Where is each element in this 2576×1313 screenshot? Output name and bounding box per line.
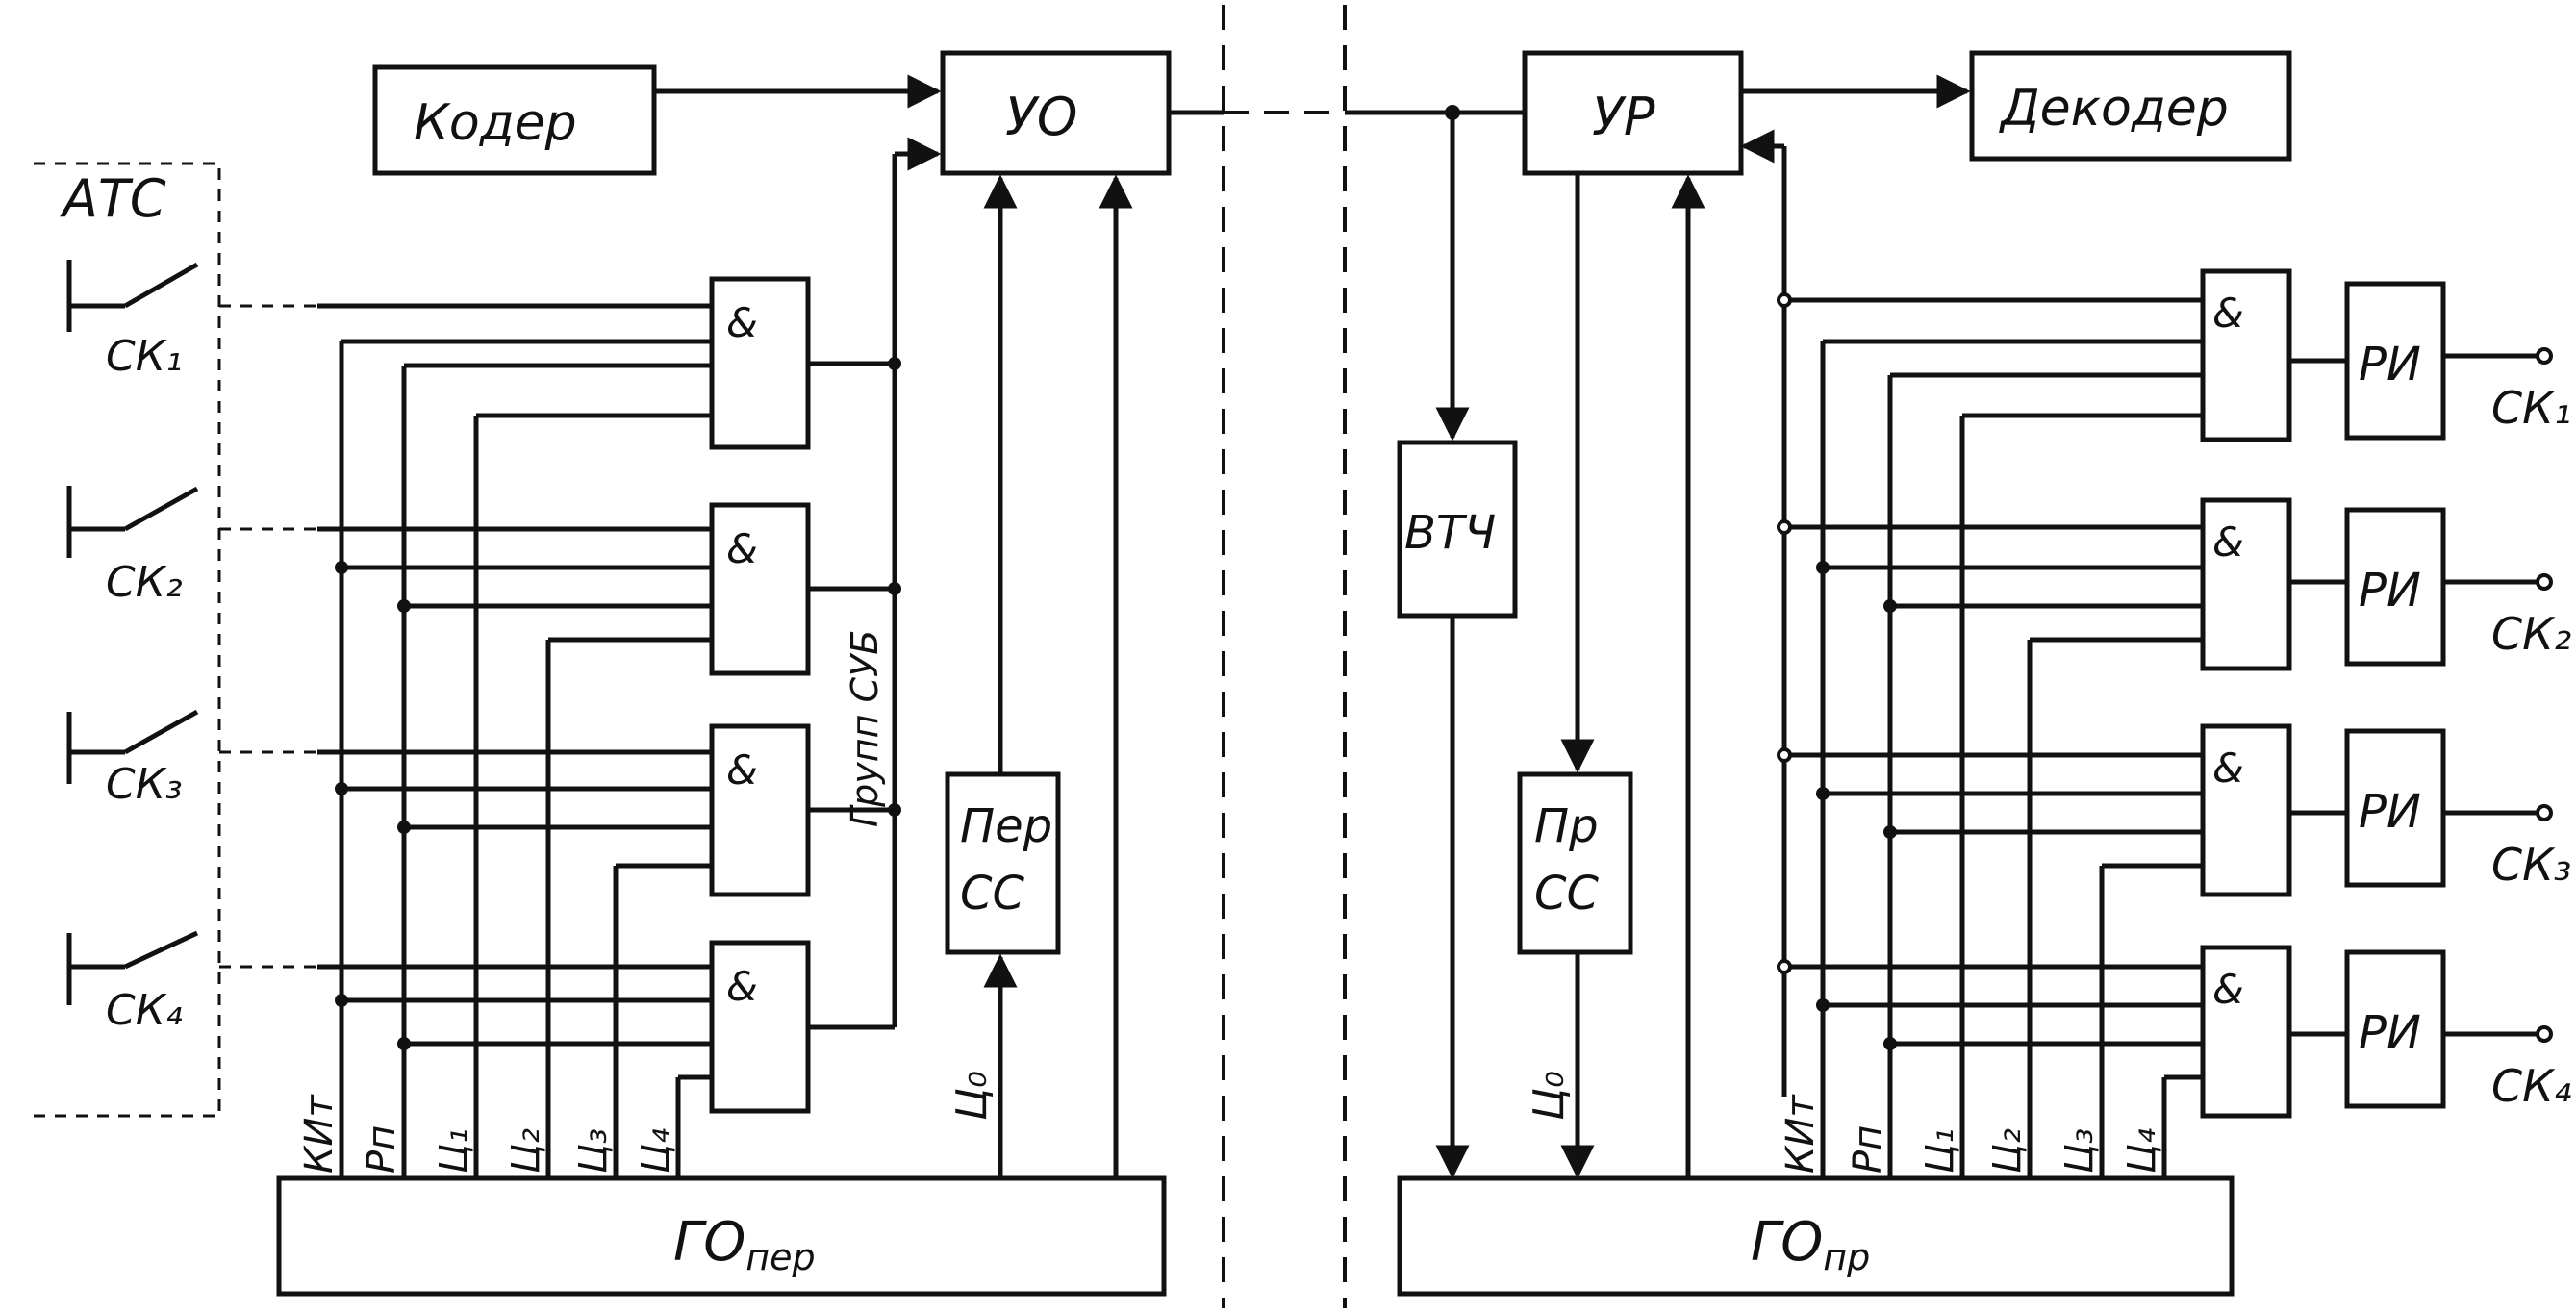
left-bus — [335, 339, 712, 1178]
and-gate-2-left — [709, 502, 811, 676]
bus-label-c4-left: Ц₄ — [634, 1128, 678, 1174]
and-gate-2-left-label: & — [726, 525, 758, 572]
bus-label-c3-right: Ц₃ — [2058, 1128, 2102, 1174]
vtch-label: ВТЧ — [1404, 506, 1496, 560]
contact-sk2-label: СК₂ — [106, 558, 183, 607]
coder-box — [372, 64, 657, 176]
contact-sk1 — [66, 260, 199, 332]
and-gate-1-left — [709, 276, 811, 450]
bus-label-kit-left: КИт — [297, 1094, 341, 1174]
and-gate-1-right-label: & — [2212, 290, 2244, 337]
bus-label-rp-left: Рп — [360, 1125, 404, 1174]
output-terminal-4 — [2536, 1025, 2553, 1043]
go-per-box — [276, 1175, 1167, 1297]
and-gate-4-left-label: & — [726, 963, 758, 1010]
vtch-box — [1397, 440, 1518, 619]
bus-label-c1-left: Ц₁ — [432, 1128, 476, 1174]
pr-cc-label-1: Пр — [1534, 799, 1599, 853]
contact-sk4-label: СК₄ — [106, 986, 183, 1035]
output-terminal-1 — [2536, 347, 2553, 365]
go-pr-label: ГОпр — [1751, 1211, 1870, 1278]
ri-box-2 — [2344, 507, 2446, 667]
and-gate-2-right-label: & — [2212, 518, 2244, 566]
ats-label: АТС — [60, 168, 166, 229]
decoder-box — [1969, 50, 2292, 162]
contact-sk1-label: СК₁ — [106, 332, 183, 381]
go-per-label: ГОпер — [673, 1211, 816, 1278]
ri-label-1: РИ — [2359, 338, 2421, 391]
bus-label-c3-left: Ц₃ — [571, 1128, 616, 1174]
pr-cc-label-2: СС — [1534, 867, 1600, 921]
contact-sk3-label: СК₃ — [106, 760, 183, 809]
per-cc-label-1: Пер — [960, 799, 1052, 853]
bus-label-c4-right: Ц₄ — [2120, 1128, 2164, 1174]
group-sub-bus — [808, 137, 942, 1030]
decoder-label: Декодер — [1999, 80, 2229, 138]
per-cc-label-2: СС — [960, 867, 1025, 921]
output-terminal-3 — [2536, 804, 2553, 821]
bus-label-c1-right: Ц₁ — [1918, 1128, 1962, 1174]
ri-label-2: РИ — [2359, 564, 2421, 618]
ri-box-3 — [2344, 728, 2446, 888]
output-sk3-label: СК₃ — [2491, 839, 2571, 891]
c0-left-label: Ц₀ — [947, 1071, 997, 1121]
c0-right-label: Ц₀ — [1525, 1071, 1574, 1121]
ur-gate-feed — [1740, 129, 2203, 1097]
and-gate-4-right — [2200, 945, 2292, 1119]
bus-label-c2-right: Ц₂ — [1985, 1128, 2030, 1174]
bus-label-c2-left: Ц₂ — [504, 1128, 548, 1174]
ri-box-1 — [2344, 281, 2446, 441]
ur-box — [1522, 50, 1744, 176]
and-gate-3-left — [709, 723, 811, 897]
ur-label: УР — [1592, 87, 1655, 147]
ri-label-3: РИ — [2359, 785, 2421, 839]
contact-sk4 — [66, 930, 199, 1005]
and-gate-1-right — [2200, 268, 2292, 442]
output-sk4-label: СК₄ — [2491, 1060, 2571, 1112]
ri-box-4 — [2344, 949, 2446, 1109]
contact-sk2 — [66, 486, 199, 558]
group-sub-label: Групп СУБ — [844, 630, 886, 827]
bus-label-rp-right: Рп — [1846, 1125, 1890, 1174]
ats-frame — [34, 162, 221, 1118]
go-pr-box — [1397, 1175, 2235, 1297]
ri-label-4: РИ — [2359, 1006, 2421, 1060]
and-gate-3-left-label: & — [726, 746, 758, 794]
coder-label: Кодер — [414, 94, 577, 152]
output-terminal-2 — [2536, 573, 2553, 591]
bus-label-kit-right: КИт — [1779, 1094, 1823, 1174]
and-gate-1-left-label: & — [726, 299, 758, 346]
and-gate-3-right-label: & — [2212, 745, 2244, 792]
right-bus — [1816, 339, 2203, 1178]
uo-label: УО — [1005, 87, 1077, 147]
and-gate-4-right-label: & — [2212, 966, 2244, 1013]
output-sk1-label: СК₁ — [2491, 382, 2571, 434]
output-sk2-label: СК₂ — [2491, 608, 2571, 660]
contact-sk3 — [66, 709, 199, 784]
